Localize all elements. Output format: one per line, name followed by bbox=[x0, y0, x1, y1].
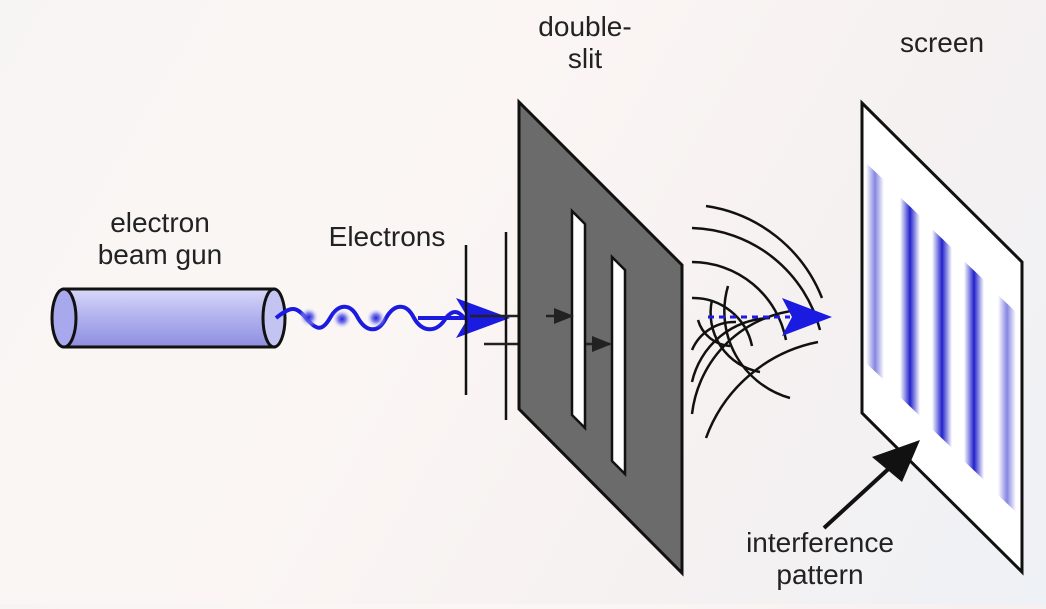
diffraction-waves bbox=[690, 204, 824, 439]
electron-wave bbox=[274, 298, 510, 338]
fringe bbox=[932, 229, 952, 448]
arrow-tips bbox=[546, 308, 612, 352]
diffracted-beam bbox=[708, 298, 832, 336]
detection-screen bbox=[860, 99, 1024, 576]
label-pattern-line1: interference bbox=[746, 527, 894, 558]
label-screen: screen bbox=[900, 27, 984, 58]
electron-dot bbox=[366, 308, 386, 328]
double-slit-barrier bbox=[517, 98, 684, 577]
electron-dot bbox=[332, 309, 352, 329]
electron-dot bbox=[299, 307, 319, 327]
label-gun-line2: beam gun bbox=[98, 239, 223, 270]
slit-lower bbox=[610, 253, 627, 478]
label-slit-line1: double- bbox=[538, 11, 631, 42]
label-gun-line1: electron bbox=[110, 207, 210, 238]
label-pattern-line2: pattern bbox=[776, 559, 863, 590]
label-slit-line2: slit bbox=[568, 43, 602, 74]
pattern-pointer-arrow bbox=[822, 440, 920, 530]
fringe bbox=[998, 295, 1016, 512]
beam-arrowhead bbox=[456, 298, 510, 338]
fringe bbox=[964, 261, 984, 480]
electron-gun bbox=[50, 287, 287, 349]
label-electrons: Electrons bbox=[329, 221, 446, 252]
fringe bbox=[866, 163, 884, 380]
fringe bbox=[900, 197, 920, 416]
slit-upper bbox=[570, 207, 587, 432]
